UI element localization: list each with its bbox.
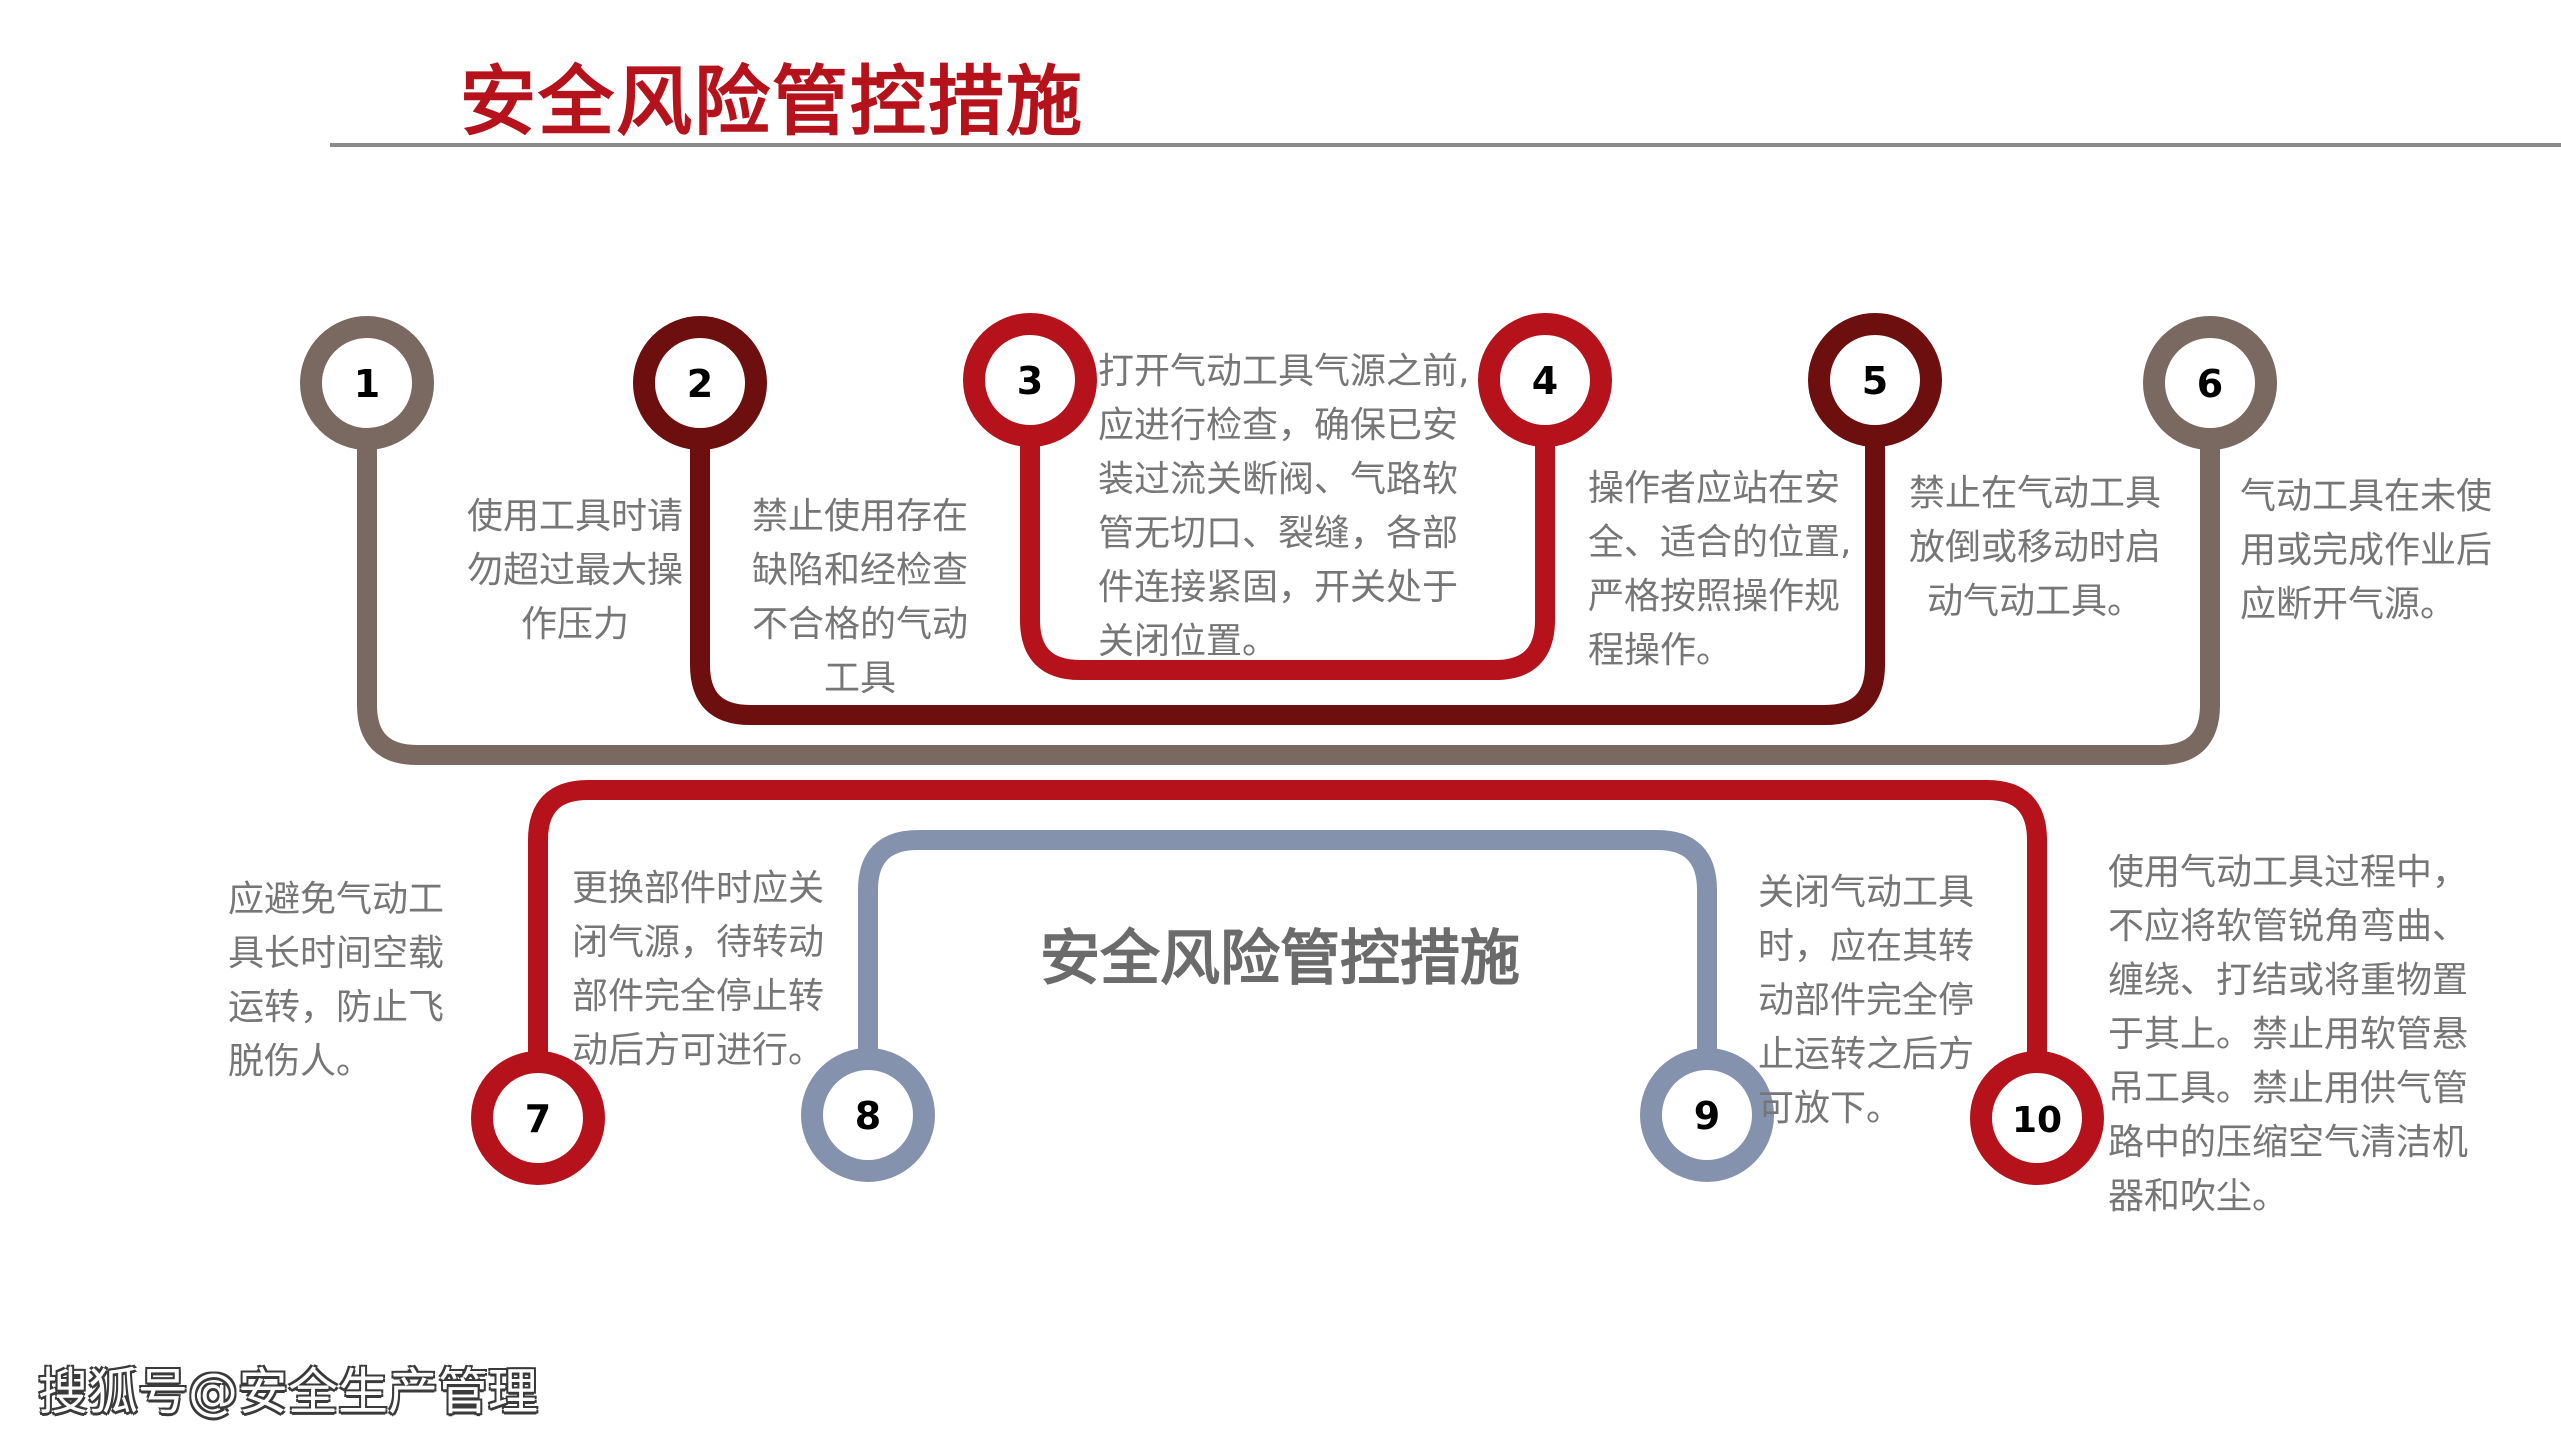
step-number-9: 9 [1694, 1094, 1720, 1138]
note-line: 程操作。 [1588, 630, 1733, 671]
step-node-8[interactable]: 8 [801, 1048, 935, 1182]
note-line: 动气动工具。 [1926, 581, 2143, 622]
note-line: 部件完全停止转 [572, 976, 825, 1017]
note-line: 禁止使用存在 [751, 496, 968, 537]
note-line: 动后方可进行。 [572, 1030, 825, 1071]
step-node-9[interactable]: 9 [1640, 1048, 1774, 1182]
note-line: 时，应在其转 [1758, 926, 1975, 967]
note-line: 作压力 [520, 604, 629, 645]
step-node-2[interactable]: 2 [633, 316, 767, 450]
step-node-7[interactable]: 7 [471, 1051, 605, 1185]
note-line: 使用气动工具过程中， [2108, 852, 2469, 893]
note-line: 装过流关断阀、气路软 [1098, 459, 1459, 500]
connector-7-10 [528, 780, 2047, 1075]
note-line: 应断开气源。 [2240, 584, 2457, 625]
step-number-5: 5 [1862, 359, 1888, 403]
note-line: 动部件完全停 [1758, 980, 1975, 1021]
note-line: 应进行检查，确保已安 [1098, 405, 1459, 446]
center-title: 安全风险管控措施 [1040, 924, 1520, 994]
note-line: 脱伤人。 [228, 1041, 373, 1082]
step-number-4: 4 [1532, 359, 1558, 403]
note-line: 操作者应站在安 [1588, 468, 1841, 509]
step-note-9: 关闭气动工具 时，应在其转 动部件完全停 止运转之后方 可放下。 [1758, 866, 1974, 1136]
note-line: 禁止在气动工具 [1908, 473, 2161, 514]
note-line: 关闭位置。 [1098, 621, 1279, 662]
step-node-4[interactable]: 4 [1478, 313, 1612, 447]
step-number-7: 7 [525, 1097, 551, 1141]
step-note-8: 更换部件时应关 闭气源，待转动 部件完全停止转 动后方可进行。 [572, 862, 824, 1078]
note-line: 应避免气动工 [228, 879, 445, 920]
connector-1-6 [357, 375, 2220, 765]
note-line: 路中的压缩空气清洁机 [2108, 1122, 2469, 1163]
note-line: 具长时间空载 [228, 933, 445, 974]
note-line: 缺陷和经检查 [751, 550, 968, 591]
watermark: 搜狐号@安全生产管理 [38, 1363, 538, 1421]
connector-2-5 [690, 375, 1885, 725]
note-line: 打开气动工具气源之前, [1098, 351, 1470, 392]
step-node-5[interactable]: 5 [1808, 313, 1942, 447]
step-note-5: 禁止在气动工具 放倒或移动时启 动气动工具。 [1895, 467, 2175, 629]
step-note-4: 操作者应站在安 全、适合的位置, 严格按照操作规 程操作。 [1588, 462, 1851, 678]
step-node-3[interactable]: 3 [963, 313, 1097, 447]
title-divider [330, 143, 2561, 147]
note-line: 器和吹尘。 [2108, 1176, 2289, 1217]
note-line: 更换部件时应关 [572, 868, 825, 909]
step-note-7: 应避免气动工 具长时间空载 运转，防止飞 脱伤人。 [228, 873, 444, 1089]
note-line: 不应将软管锐角弯曲、 [2108, 906, 2469, 947]
step-note-6: 气动工具在未使 用或完成作业后 应断开气源。 [2240, 470, 2492, 632]
note-line: 不合格的气动 [751, 604, 968, 645]
note-line: 闭气源，待转动 [572, 922, 825, 963]
note-line: 吊工具。禁止用供气管 [2108, 1068, 2469, 1109]
note-line: 关闭气动工具 [1758, 872, 1975, 913]
note-line: 运转，防止飞 [228, 987, 445, 1028]
step-number-2: 2 [687, 362, 713, 406]
note-line: 严格按照操作规 [1588, 576, 1841, 617]
step-node-10[interactable]: 10 [1970, 1051, 2104, 1185]
connector-3-4 [1020, 375, 1555, 680]
note-line: 勿超过最大操 [466, 550, 683, 591]
step-number-3: 3 [1017, 359, 1043, 403]
note-line: 使用工具时请 [466, 496, 683, 537]
step-note-3: 打开气动工具气源之前, 应进行检查，确保已安 装过流关断阀、气路软 管无切口、裂… [1098, 345, 1469, 669]
note-line: 全、适合的位置, [1588, 522, 1852, 563]
note-line: 缠绕、打结或将重物置 [2108, 960, 2469, 1001]
note-line: 气动工具在未使 [2240, 476, 2493, 517]
note-line: 于其上。禁止用软管悬 [2108, 1014, 2469, 1055]
step-note-10: 使用气动工具过程中， 不应将软管锐角弯曲、 缠绕、打结或将重物置 于其上。禁止用… [2108, 846, 2468, 1224]
step-number-10: 10 [2012, 1100, 2062, 1141]
note-line: 用或完成作业后 [2240, 530, 2493, 571]
step-number-1: 1 [354, 362, 380, 406]
step-number-6: 6 [2197, 362, 2223, 406]
step-node-6[interactable]: 6 [2143, 316, 2277, 450]
step-number-8: 8 [855, 1094, 881, 1138]
step-node-1[interactable]: 1 [300, 316, 434, 450]
note-line: 工具 [823, 658, 896, 699]
connector-8-9 [858, 830, 1717, 1075]
note-line: 管无切口、裂缝，各部 [1098, 513, 1459, 554]
note-line: 件连接紧固，开关处于 [1098, 567, 1459, 608]
page-title: 安全风险管控措施 [460, 57, 1084, 146]
step-note-1: 使用工具时请 勿超过最大操 作压力 [425, 490, 725, 652]
note-line: 放倒或移动时启 [1908, 527, 2161, 568]
note-line: 止运转之后方 [1758, 1034, 1975, 1075]
note-line: 可放下。 [1758, 1088, 1903, 1129]
step-note-2: 禁止使用存在 缺陷和经检查 不合格的气动 工具 [745, 490, 975, 706]
